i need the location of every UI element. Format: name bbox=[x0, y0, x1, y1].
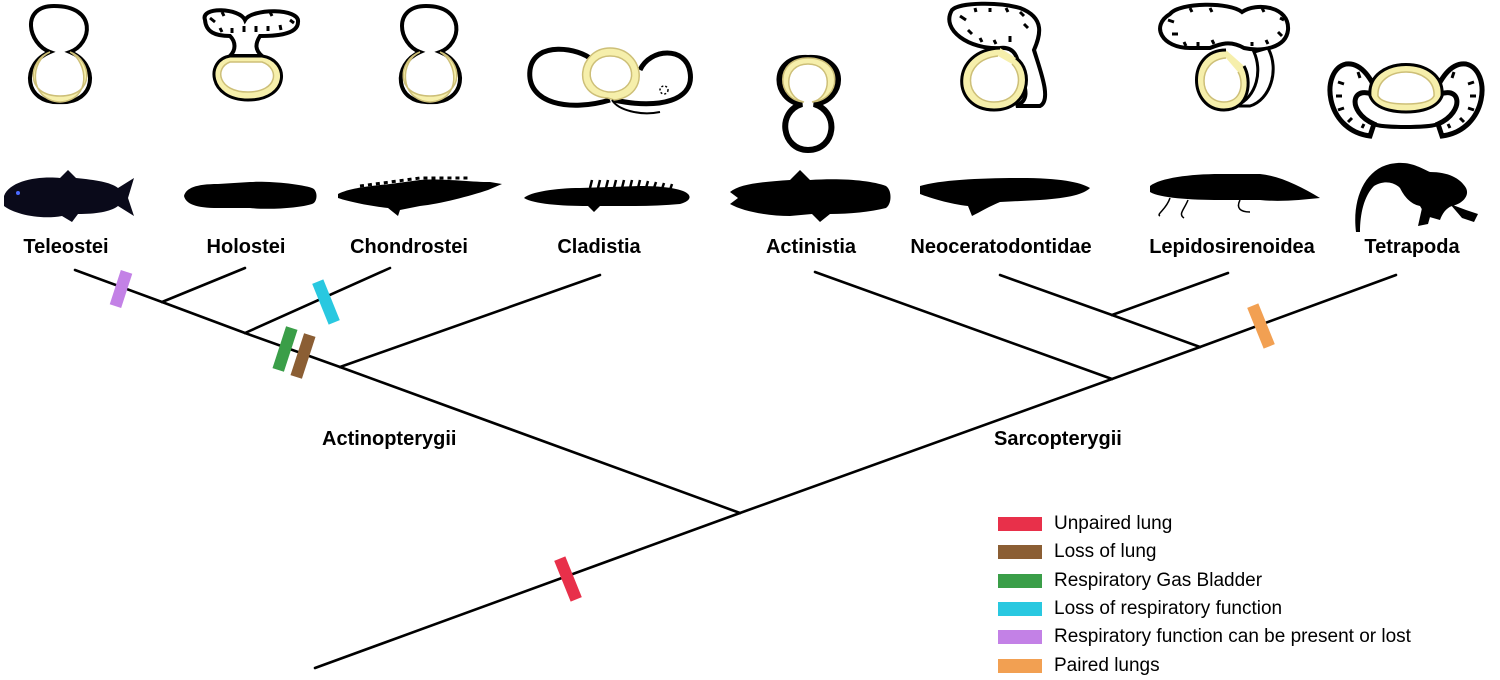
branch-dipnoi bbox=[1110, 313, 1202, 349]
legend-swatch bbox=[998, 630, 1042, 645]
legend-swatch bbox=[998, 545, 1042, 560]
branch-root bbox=[313, 511, 742, 670]
taxon-label-actinistia: Actinistia bbox=[765, 236, 857, 258]
lung-diagram-neoceratodontidae bbox=[947, 1, 1048, 112]
lung-diagram-chondrostei bbox=[398, 3, 463, 105]
legend-item-respiratory-gas-bladder: Respiratory Gas Bladder bbox=[998, 567, 1411, 595]
taxon-label-cladistia: Cladistia bbox=[557, 236, 641, 258]
marker-respiratory-gas-bladder bbox=[272, 326, 298, 372]
legend-item-unpaired-lung: Unpaired lung bbox=[998, 510, 1411, 538]
lung-diagram-cladistia bbox=[527, 46, 693, 115]
branch-dipnoi-tetrapoda bbox=[1110, 345, 1202, 381]
branch-neoceratodontidae bbox=[998, 273, 1114, 317]
organ-diagrams bbox=[27, 1, 1485, 154]
silhouette-holostei bbox=[184, 181, 317, 209]
silhouette-actinistia bbox=[730, 170, 891, 222]
legend-item-loss-of-lung: Loss of lung bbox=[998, 538, 1411, 566]
marker-respiratory-present-or-lost bbox=[109, 270, 133, 308]
taxon-label-teleostei: Teleostei bbox=[23, 236, 109, 258]
legend-label: Unpaired lung bbox=[1054, 513, 1173, 535]
lung-diagram-actinistia bbox=[776, 54, 841, 154]
branch-neopterygii bbox=[243, 331, 342, 369]
animal-silhouettes bbox=[4, 162, 1478, 232]
branch-chondrostei bbox=[243, 266, 392, 335]
legend-label: Respiratory function can be present or l… bbox=[1054, 626, 1411, 648]
taxon-label-holostei: Holostei bbox=[206, 236, 286, 258]
branch-tetrapoda bbox=[1198, 273, 1398, 349]
branch-cladistia bbox=[338, 273, 602, 369]
clade-label-actinopterygii: Actinopterygii bbox=[322, 428, 457, 450]
lung-diagram-holostei bbox=[202, 8, 300, 102]
legend-swatch bbox=[998, 573, 1042, 588]
legend-swatch bbox=[998, 602, 1042, 617]
taxon-label-neoceratodontidae: Neoceratodontidae bbox=[910, 236, 1092, 258]
taxon-label-chondrostei: Chondrostei bbox=[350, 236, 468, 258]
branch-teleostei-holostei bbox=[160, 300, 247, 335]
legend-item-respiratory-present-or-lost: Respiratory function can be present or l… bbox=[998, 623, 1411, 651]
lung-diagram-tetrapoda bbox=[1327, 61, 1485, 139]
legend-label: Loss of lung bbox=[1054, 541, 1157, 563]
legend: Unpaired lung Loss of lung Respiratory G… bbox=[998, 510, 1411, 680]
taxon-label-tetrapoda: Tetrapoda bbox=[1364, 236, 1460, 258]
taxon-label-lepidosirenoidea: Lepidosirenoidea bbox=[1149, 236, 1315, 258]
silhouette-tetrapoda bbox=[1355, 162, 1478, 232]
silhouette-teleostei bbox=[4, 170, 134, 222]
silhouette-chondrostei bbox=[338, 176, 502, 216]
marker-loss-of-lung bbox=[290, 333, 316, 379]
legend-label: Loss of respiratory function bbox=[1054, 598, 1283, 620]
branch-holostei bbox=[160, 266, 247, 304]
legend-swatch bbox=[998, 658, 1042, 673]
branch-actinopterygii bbox=[338, 365, 742, 515]
legend-label: Respiratory Gas Bladder bbox=[1054, 569, 1263, 591]
branch-sarcopterygii bbox=[738, 377, 1114, 515]
silhouette-lepidosirenoidea bbox=[1150, 174, 1320, 219]
marker-unpaired-lung bbox=[554, 556, 582, 602]
phylogenetic-tree bbox=[73, 266, 1398, 670]
silhouette-neoceratodontidae bbox=[920, 178, 1090, 216]
marker-loss-of-respiratory-function bbox=[312, 279, 340, 325]
clade-label-sarcopterygii: Sarcopterygii bbox=[994, 428, 1122, 450]
legend-label: Paired lungs bbox=[1054, 654, 1160, 676]
lung-diagram-teleostei bbox=[27, 3, 93, 105]
branch-actinistia bbox=[813, 270, 1114, 381]
legend-swatch bbox=[998, 517, 1042, 532]
silhouette-cladistia bbox=[524, 179, 690, 212]
trait-markers bbox=[109, 270, 1275, 602]
lung-diagram-lepidosirenoidea bbox=[1158, 2, 1290, 112]
legend-item-loss-of-respiratory-function: Loss of respiratory function bbox=[998, 595, 1411, 623]
marker-paired-lungs bbox=[1247, 303, 1275, 349]
branch-lepidosirenoidea bbox=[1110, 271, 1230, 317]
legend-item-paired-lungs: Paired lungs bbox=[998, 651, 1411, 679]
